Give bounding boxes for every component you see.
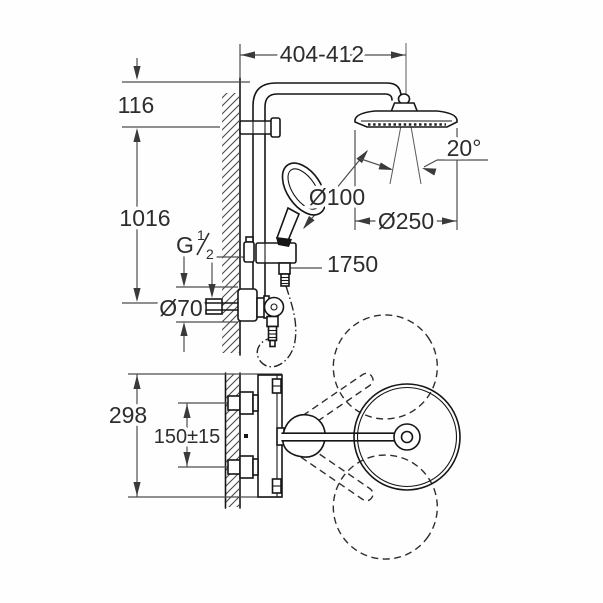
thread-fraction-slash <box>196 232 210 256</box>
riser-pipe-and-arm <box>252 82 402 299</box>
dim-riser-height: 1016 <box>119 205 170 231</box>
swivel-arm-dashed-down <box>292 440 439 560</box>
dim-arm-length: 404-412 <box>280 41 364 67</box>
swivel-arm-dashed-up <box>292 314 439 434</box>
supply-inlet-top <box>227 391 259 415</box>
shower-hose <box>256 285 297 368</box>
dim-inlet-spacing: 150±15 <box>154 426 221 448</box>
wall-section-top-view <box>224 372 241 509</box>
dim-spray-angle: 20° <box>447 135 482 161</box>
dim-escutcheon-diameter: Ø70 <box>159 295 202 321</box>
head-shower <box>354 110 458 128</box>
slide-rail-holder <box>243 236 297 264</box>
supply-inlet-bottom <box>227 455 259 479</box>
wall-bracket <box>239 117 281 138</box>
dim-head-offset: 116 <box>118 92 155 118</box>
dim-hand-shower-diameter: Ø100 <box>309 184 365 210</box>
thread-size-prefix: G <box>176 232 194 258</box>
shower-arm-top-view <box>281 423 421 451</box>
hose-connector <box>278 262 291 287</box>
thread-size-denominator: 2 <box>206 246 214 262</box>
thermostat-valve-front <box>201 288 285 348</box>
shower-head-ball-joint <box>389 93 419 113</box>
dim-body-height: 298 <box>109 402 147 428</box>
dimension-lines <box>122 43 488 498</box>
dimension-labels: 404-412 116 1016 G 1 2 Ø70 1750 Ø100 Ø25… <box>105 38 485 452</box>
head-shower-top-view <box>353 383 461 491</box>
hand-shower <box>276 162 327 245</box>
dim-head-shower-diameter: Ø250 <box>378 208 434 234</box>
dim-hose-length: 1750 <box>327 251 378 277</box>
thread-size-numerator: 1 <box>197 227 205 243</box>
